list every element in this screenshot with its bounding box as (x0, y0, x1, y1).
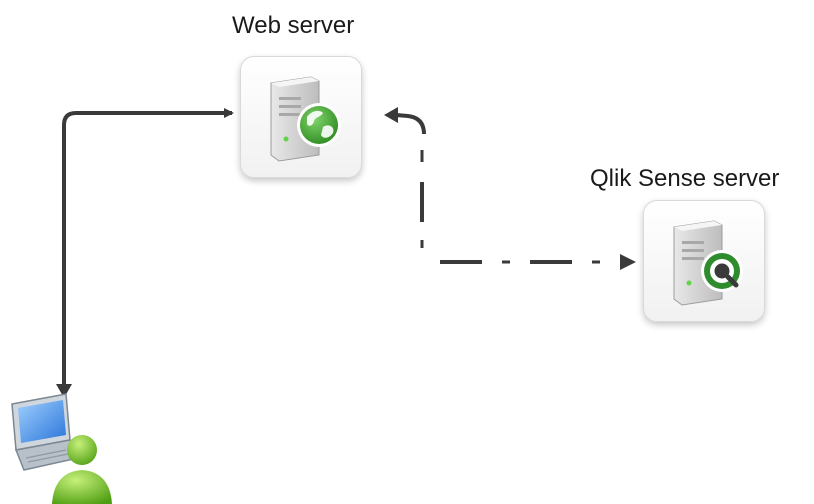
web-qlik-connector (395, 113, 426, 135)
web-arrowhead (384, 107, 398, 123)
web-server-globe-icon (270, 76, 341, 162)
client-web-connector (62, 108, 234, 390)
user-computer-icon (11, 393, 112, 504)
qlik-sense-server-label: Qlik Sense server (590, 165, 780, 192)
web-server-node (240, 56, 362, 178)
qlik-sense-server-node (643, 200, 765, 322)
qlik-arrowhead (620, 254, 636, 270)
web-server-label: Web server (232, 12, 355, 39)
client-arrowhead (56, 384, 72, 398)
qlik-server-icon (673, 220, 743, 306)
